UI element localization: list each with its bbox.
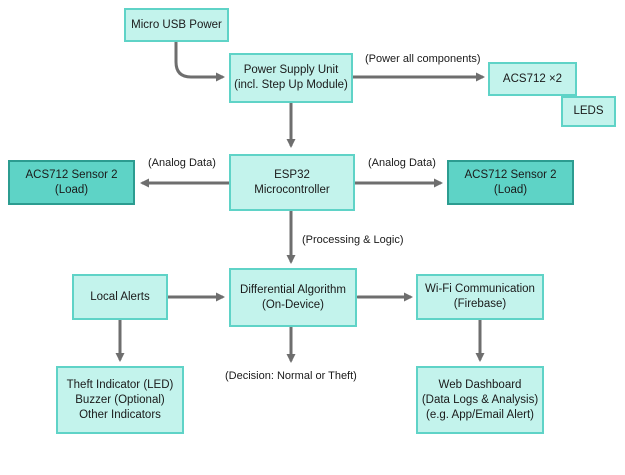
node-label: ACS712 Sensor 2 [25,168,118,181]
node-acs712-x2: ACS712 ×2 [488,62,577,96]
node-label: ESP32 [274,168,310,181]
node-power-supply-unit: Power Supply Unit (incl. Step Up Module) [229,53,353,103]
edge-label-analog-left: (Analog Data) [148,157,216,169]
node-label: Micro USB Power [131,18,222,31]
node-label: (On-Device) [262,298,324,311]
node-label: Web Dashboard [438,378,522,391]
node-label: (Load) [493,183,528,196]
node-label: Differential Algorithm [240,283,346,296]
node-leds: LEDS [561,96,616,127]
node-acs712-sensor-right: ACS712 Sensor 2 (Load) [447,160,574,205]
arrow-usb-to-psu [174,40,225,82]
node-label: Other Indicators [79,408,161,421]
node-label: ACS712 ×2 [502,72,563,85]
node-label: Wi-Fi Communication [425,283,535,295]
node-label: LEDS [573,105,604,117]
node-label: (incl. Step Up Module) [234,79,348,91]
node-label: (Firebase) [453,298,507,310]
node-esp32: ESP32 Microcontroller [229,154,355,211]
node-label: (Data Logs & Analysis) [421,393,539,406]
node-label: Power Supply Unit [243,64,339,76]
node-wifi-communication: Wi-Fi Communication (Firebase) [416,274,544,320]
node-acs712-sensor-left: ACS712 Sensor 2 (Load) [8,160,135,205]
edge-label-power-all: (Power all components) [365,53,481,65]
node-web-dashboard: Web Dashboard (Data Logs & Analysis) (e.… [416,366,544,434]
node-label: Microcontroller [254,183,330,196]
node-label: Local Alerts [90,290,150,303]
node-local-alerts: Local Alerts [72,274,168,320]
edge-label-decision: (Decision: Normal or Theft) [225,370,357,382]
node-label: (e.g. App/Email Alert) [425,408,535,421]
node-label: Theft Indicator (LED) [66,378,174,391]
node-differential-algorithm: Differential Algorithm (On-Device) [229,268,357,327]
edge-label-analog-right: (Analog Data) [368,157,436,169]
edge-label-processing: (Processing & Logic) [302,234,404,246]
node-label: ACS712 Sensor 2 [464,168,557,181]
node-theft-indicator: Theft Indicator (LED) Buzzer (Optional) … [56,366,184,434]
node-label: Buzzer (Optional) [75,393,165,406]
node-label: (Load) [54,183,89,196]
node-micro-usb-power: Micro USB Power [124,8,229,42]
